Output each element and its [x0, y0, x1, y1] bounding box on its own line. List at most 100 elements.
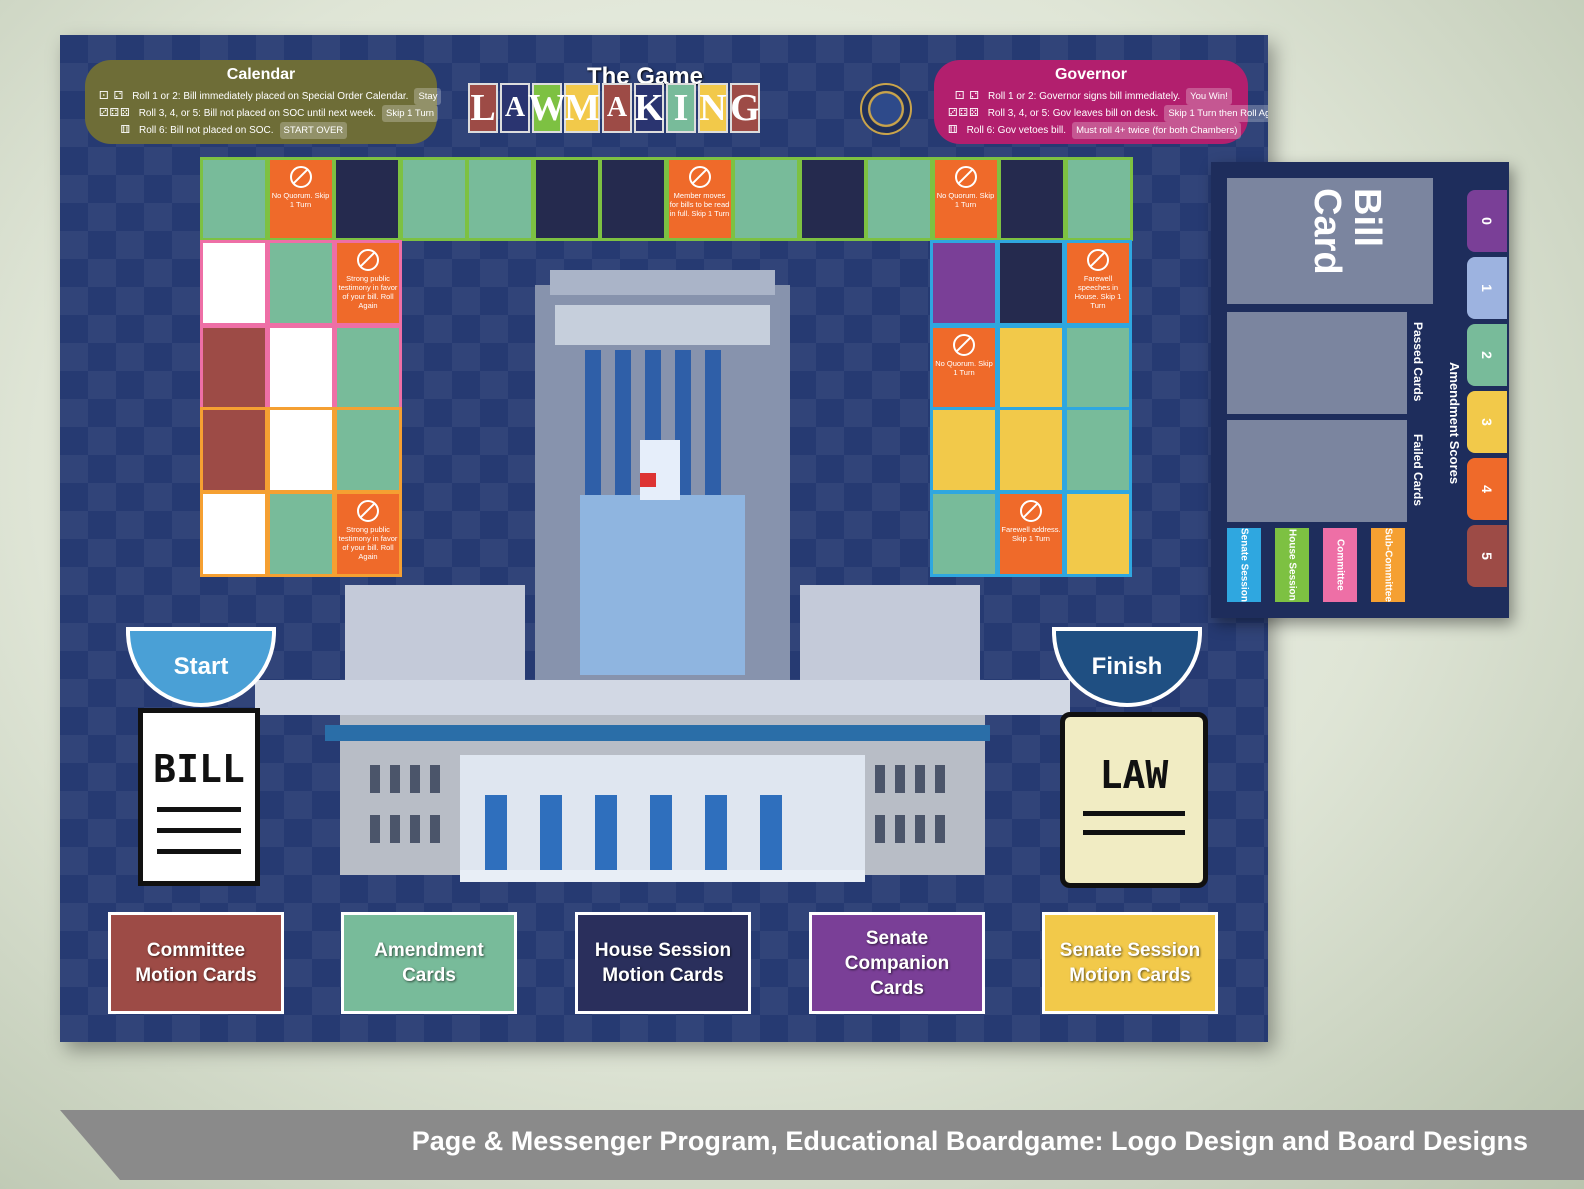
track-space[interactable]	[1064, 157, 1133, 241]
rule-text: Roll 6: Gov vetoes bill.	[966, 125, 1067, 136]
deck-label: House Session Motion Cards	[594, 940, 732, 986]
track-space[interactable]	[267, 325, 335, 411]
dice-icon: ⚂⚃⚄	[948, 107, 980, 119]
track-space[interactable]	[267, 407, 335, 493]
chamber-marker[interactable]: Senate Session	[1227, 528, 1261, 602]
chamber-marker[interactable]: Sub-Committee	[1371, 528, 1405, 602]
rule-text: Roll 3, 4, or 5: Gov leaves bill on desk…	[987, 108, 1159, 119]
track-space[interactable]	[466, 157, 534, 241]
deck-committee-motion[interactable]: Committee Motion Cards	[108, 912, 284, 1014]
deck-label: Committee Motion Cards	[135, 940, 257, 986]
chamber-marker[interactable]: House Session	[1275, 528, 1309, 602]
track-space[interactable]	[865, 157, 933, 241]
event-space[interactable]: No Quorum. Skip 1 Turn	[930, 325, 998, 411]
deck-label: Senate Session Motion Cards	[1059, 940, 1201, 986]
event-space[interactable]: Strong public testimony in favor of your…	[334, 491, 402, 577]
no-entry-icon	[357, 249, 379, 271]
track-space[interactable]	[930, 407, 998, 493]
passed-cards-slot[interactable]	[1227, 312, 1407, 414]
rule-outcome: Skip 1 Turn	[382, 105, 439, 122]
track-space[interactable]	[930, 240, 998, 326]
finish-label: Finish	[1091, 653, 1163, 680]
track-space[interactable]	[1064, 407, 1132, 493]
track-space[interactable]	[334, 407, 402, 493]
track-space[interactable]	[333, 157, 401, 241]
event-space[interactable]: Member moves for bills to be read in ful…	[665, 157, 734, 241]
amendment-score-value: 0	[1478, 217, 1495, 225]
no-entry-icon	[289, 166, 312, 188]
deck-house-session-motion[interactable]: House Session Motion Cards	[575, 912, 751, 1014]
track-space[interactable]	[1064, 491, 1132, 577]
deck-senate-companion[interactable]: Senate Companion Cards	[809, 912, 985, 1014]
track-space[interactable]	[200, 491, 268, 577]
amendment-score-value: 4	[1478, 485, 1495, 493]
track-space[interactable]	[200, 325, 268, 411]
event-space[interactable]: Farewell address. Skip 1 Turn	[997, 491, 1065, 577]
track-space[interactable]	[200, 240, 268, 326]
rule-outcome: You Win!	[1186, 88, 1232, 105]
no-entry-icon	[688, 166, 711, 188]
track-space[interactable]	[334, 325, 402, 411]
track-space[interactable]	[732, 157, 800, 241]
deck-senate-session-motion[interactable]: Senate Session Motion Cards	[1042, 912, 1218, 1014]
bill-card-slot[interactable]: Bill Card	[1227, 178, 1433, 304]
dice-icon: ⚀ ⚁	[954, 90, 980, 102]
bill-card-label: Bill Card	[1306, 188, 1388, 275]
track-space[interactable]	[267, 240, 335, 326]
calendar-rule-row: ⚂⚃⚄ Roll 3, 4, or 5: Bill not placed on S…	[99, 105, 439, 122]
rule-outcome: Stay	[414, 88, 442, 105]
dice-icon: ⚀ ⚁	[99, 90, 125, 102]
rule-text: Roll 3, 4, or 5: Bill not placed on SOC …	[138, 108, 377, 119]
governor-rule-row: ⚀ ⚁Roll 1 or 2: Governor signs bill imme…	[948, 88, 1234, 105]
track-space[interactable]	[1064, 325, 1132, 411]
amendment-score-tab[interactable]: 2	[1467, 324, 1507, 386]
logo-letter-tile: M	[564, 83, 600, 133]
deck-amendment[interactable]: Amendment Cards	[341, 912, 517, 1014]
event-space[interactable]: No Quorum. Skip 1 Turn	[266, 157, 335, 241]
amendment-score-value: 2	[1478, 351, 1495, 359]
track-space[interactable]	[998, 157, 1066, 241]
track-space[interactable]	[997, 325, 1065, 411]
track-space[interactable]	[399, 157, 468, 241]
event-space[interactable]: No Quorum. Skip 1 Turn	[931, 157, 1000, 241]
amendment-score-tab[interactable]: 4	[1467, 458, 1507, 520]
track-space[interactable]	[599, 157, 667, 241]
logo-letter-tile: I	[666, 83, 696, 133]
governor-rules-panel: Governor ⚀ ⚁Roll 1 or 2: Governor signs …	[934, 60, 1268, 144]
no-entry-icon	[953, 334, 975, 356]
track-space[interactable]	[267, 491, 335, 577]
amendment-score-value: 3	[1478, 418, 1495, 426]
calendar-rule-row: ⚅Roll 6: Bill not placed on SOC.START OV…	[99, 122, 423, 139]
event-text: No Quorum. Skip 1 Turn	[271, 191, 330, 209]
scorecard-board: Bill Card Passed Cards Failed Cards Amen…	[1211, 162, 1509, 618]
logo-letter-tile: N	[698, 83, 728, 133]
chamber-marker[interactable]: Committee	[1323, 528, 1357, 602]
start-space[interactable]: Start	[126, 627, 276, 707]
event-text: Member moves for bills to be read in ful…	[669, 191, 730, 218]
track-space[interactable]	[997, 407, 1065, 493]
amendment-score-tab[interactable]: 0	[1467, 190, 1507, 252]
amendment-score-value: 1	[1478, 284, 1495, 292]
track-space[interactable]	[997, 240, 1065, 326]
failed-cards-slot[interactable]	[1227, 420, 1407, 522]
track-space[interactable]	[532, 157, 601, 241]
amendment-score-tab[interactable]: 1	[1467, 257, 1507, 319]
governor-rule-row: ⚅Roll 6: Gov vetoes bill.Must roll 4+ tw…	[948, 122, 1242, 139]
track-space[interactable]	[930, 491, 998, 577]
logo-letter-tile: L	[468, 83, 498, 133]
amendment-score-tab[interactable]: 3	[1467, 391, 1507, 453]
track-space[interactable]	[798, 157, 867, 241]
track-space[interactable]	[200, 157, 268, 241]
deck-label: Amendment Cards	[374, 940, 484, 986]
event-space[interactable]: Farewell speeches in House. Skip 1 Turn	[1064, 240, 1132, 326]
track-space[interactable]	[200, 407, 268, 493]
event-space[interactable]: Strong public testimony in favor of your…	[334, 240, 402, 326]
event-text: Strong public testimony in favor of your…	[338, 525, 398, 561]
start-label: Start	[173, 653, 229, 680]
amendment-score-tab[interactable]: 5	[1467, 525, 1507, 587]
house-seal-icon	[860, 83, 912, 135]
rule-outcome: Must roll 4+ twice (for both Chambers)	[1072, 122, 1242, 139]
rule-outcome: Skip 1 Turn then Roll Again	[1164, 105, 1268, 122]
dice-icon: ⚂⚃⚄	[99, 107, 131, 119]
no-entry-icon	[357, 500, 379, 522]
